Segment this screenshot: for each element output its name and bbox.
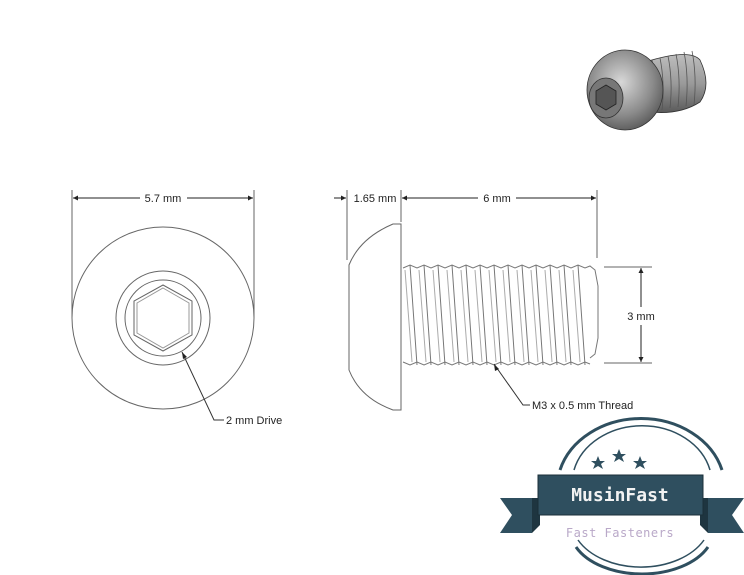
drive-leader-line (181, 351, 224, 421)
hex-socket-icon (595, 84, 617, 111)
head-outline (71, 226, 255, 410)
hex-drive-inner (136, 287, 190, 349)
thread-pattern (402, 264, 599, 366)
recess-inner-ring (124, 279, 202, 357)
brand-logo (500, 417, 744, 575)
head-height-label: 1.65 mm (354, 193, 397, 205)
recess-outer-ring (115, 270, 211, 366)
thread-label: M3 x 0.5 mm Thread (532, 400, 633, 412)
thread-leader-line (493, 363, 530, 406)
drive-label: 2 mm Drive (226, 415, 282, 427)
stars-icon (591, 449, 647, 469)
front-view (71, 190, 255, 421)
head-profile (348, 223, 402, 411)
logo-banner (537, 474, 704, 516)
side-view (334, 190, 652, 411)
iso-screw-render (586, 49, 707, 131)
length-label: 6 mm (483, 193, 511, 205)
hex-drive-icon (133, 284, 193, 352)
diameter-label: 5.7 mm (145, 193, 182, 205)
logo-brand-text: MusinFast (571, 485, 669, 506)
logo-tagline: Fast Fasteners (566, 526, 674, 540)
thread-diameter-label: 3 mm (627, 311, 655, 323)
